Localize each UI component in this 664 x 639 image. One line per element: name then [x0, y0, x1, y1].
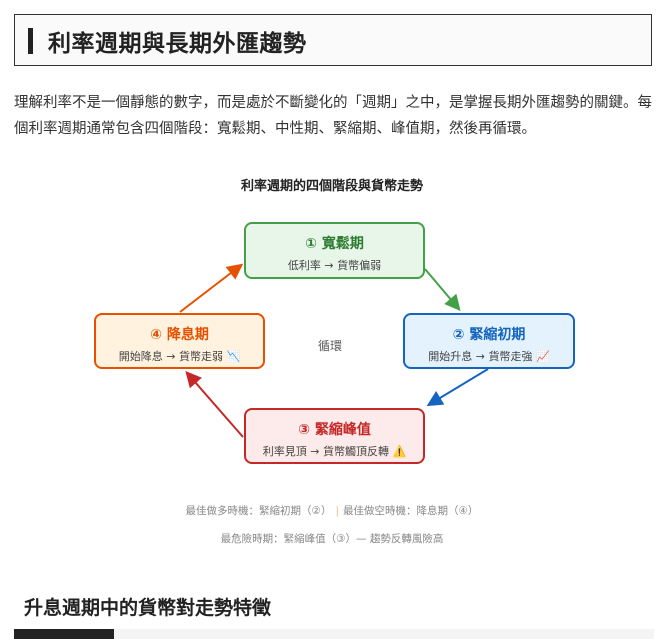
- title-accent-bar: [28, 28, 33, 54]
- stage-title: ④ 降息期: [150, 327, 209, 343]
- stage-early-tightening-node: ② 緊縮初期 開始升息 → 貨幣走強 📈: [403, 313, 575, 369]
- arrow-1-to-2: [424, 268, 461, 312]
- timing-note: 最佳做多時機：緊縮初期（②）|最佳做空時機：降息期（④）: [0, 503, 664, 518]
- page-title: 利率週期與長期外匯趨勢: [48, 31, 307, 57]
- stage-desc: 低利率 → 貨幣偏弱: [287, 259, 382, 272]
- stage-desc: 開始降息 → 貨幣走弱 📉: [118, 350, 241, 363]
- stage-title: ② 緊縮初期: [452, 327, 526, 343]
- stage-title: ③ 緊縮峰值: [298, 422, 371, 438]
- note-separator: |: [335, 505, 340, 517]
- tab-bar: [14, 629, 654, 639]
- active-tab[interactable]: [14, 629, 114, 639]
- short-timing-note: 最佳做空時機：降息期（④）: [343, 505, 479, 517]
- stage-peak-tightening-node: ③ 緊縮峰值 利率見頂 → 貨幣觸頂反轉 ⚠️: [244, 408, 425, 464]
- stage-title: ① 寬鬆期: [305, 236, 364, 252]
- stage-desc: 開始升息 → 貨幣走強 📈: [428, 350, 550, 363]
- diagram-title: 利率週期的四個階段與貨幣走勢: [240, 179, 423, 194]
- stage-desc: 利率見頂 → 貨幣觸頂反轉 ⚠️: [262, 445, 407, 458]
- arrow-2-to-3: [426, 368, 489, 407]
- stage-easing-node: ① 寬鬆期 低利率 → 貨幣偏弱: [244, 222, 425, 279]
- arrow-3-to-4: [185, 370, 244, 438]
- page-title-box: 利率週期與長期外匯趨勢: [14, 14, 652, 66]
- intro-paragraph: 理解利率不是一個靜態的數字，而是處於不斷變化的「週期」之中，是掌握長期外匯趨勢的…: [14, 95, 652, 137]
- long-timing-note: 最佳做多時機：緊縮初期（②）: [185, 505, 332, 517]
- risk-note: 最危險時期：緊縮峰值（③）— 趨勢反轉風險高: [220, 533, 444, 545]
- stage-rate-cut-node: ④ 降息期 開始降息 → 貨幣走弱 📉: [94, 313, 265, 369]
- cycle-center-label: 循環: [318, 339, 343, 353]
- section-heading: 升息週期中的貨幣對走勢特徵: [24, 597, 272, 619]
- arrow-4-to-1: [179, 263, 244, 313]
